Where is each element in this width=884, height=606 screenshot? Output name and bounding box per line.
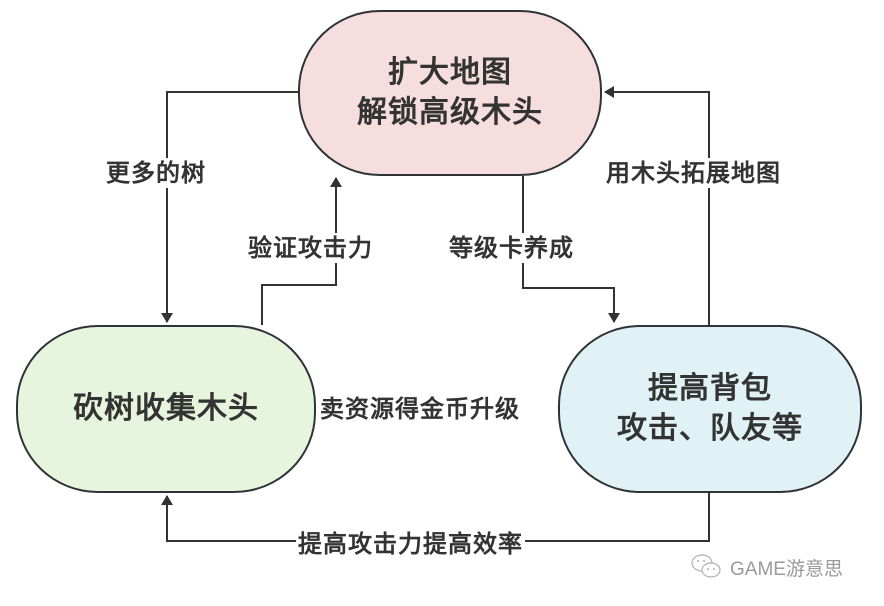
edge-top-to-right xyxy=(522,176,620,323)
edge-top-to-left xyxy=(161,91,298,323)
edge-label-more-trees: 更多的树 xyxy=(104,158,208,188)
node-upgrade-bag-line2: 攻击、队友等 xyxy=(617,411,803,446)
edge-label-verify-attack: 验证攻击力 xyxy=(246,233,375,263)
watermark: GAME游意思 xyxy=(690,553,843,581)
node-expand-map-line2: 解锁高级木头 xyxy=(357,95,543,130)
edge-label-sell-resources: 卖资源得金币升级 xyxy=(318,394,522,424)
node-upgrade-bag-line1: 提高背包 xyxy=(648,371,772,406)
node-expand-map-line1: 扩大地图 xyxy=(388,55,512,90)
node-chop-trees-text: 砍树收集木头 xyxy=(73,391,259,426)
edge-label-improve-efficiency: 提高攻击力提高效率 xyxy=(296,529,525,559)
node-expand-map: 扩大地图 解锁高级木头 xyxy=(298,10,602,176)
edge-left-to-top xyxy=(261,177,342,325)
node-chop-trees: 砍树收集木头 xyxy=(16,325,316,493)
node-upgrade-bag: 提高背包 攻击、队友等 xyxy=(558,325,862,493)
edge-label-level-cards: 等级卡养成 xyxy=(447,233,576,263)
edge-right-to-top xyxy=(604,86,710,325)
wechat-icon xyxy=(691,554,721,578)
watermark-text: GAME游意思 xyxy=(730,558,843,580)
edge-label-expand-map: 用木头拓展地图 xyxy=(604,158,783,188)
